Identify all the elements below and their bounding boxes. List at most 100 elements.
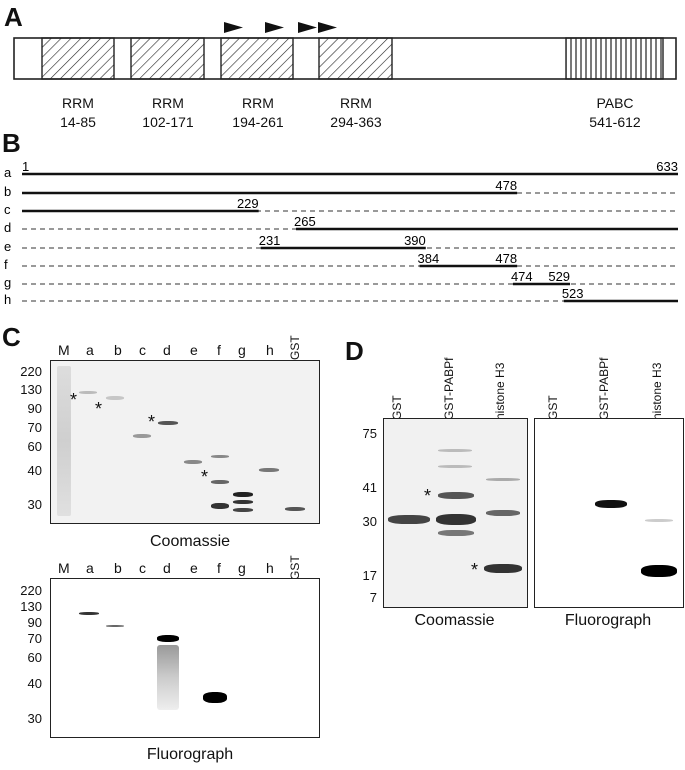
asterisk-b: * xyxy=(95,399,103,419)
fluor-band-d xyxy=(157,635,179,642)
d-fluor-histone-faint xyxy=(645,519,673,522)
band-a xyxy=(79,391,97,394)
d-lane-gst-pabpf: GST-PABPf xyxy=(442,357,456,420)
d-fluor-histone xyxy=(641,565,677,577)
arrowhead-icon xyxy=(298,22,317,33)
d-band-pabpf-top xyxy=(438,492,474,499)
coomassie-gel-d xyxy=(383,418,528,608)
band-gst xyxy=(285,507,305,511)
d-band-pabpf-low xyxy=(438,530,474,536)
domain-diagram xyxy=(13,22,677,80)
construct-start-label: 474 xyxy=(511,269,533,284)
construct-label: d xyxy=(4,220,11,235)
construct-start-label: 384 xyxy=(418,251,440,266)
lane-label-c-bottom: c xyxy=(139,560,146,576)
pabc-domain xyxy=(565,37,664,80)
d-mw-30: 30 xyxy=(362,514,377,529)
fluor-band-a xyxy=(79,612,99,615)
construct-label: h xyxy=(4,292,11,307)
d-lane-gst-2: GST xyxy=(546,395,560,420)
d-mw-75: 75 xyxy=(362,426,377,441)
arrowhead-icon xyxy=(265,22,284,33)
d-band-histone-mid xyxy=(486,478,520,481)
lane-label-f: f xyxy=(217,342,221,358)
d-band-histone-top xyxy=(486,510,520,516)
coomassie-gel-c xyxy=(50,360,320,524)
lane-label-g-bottom: g xyxy=(238,560,246,576)
mw-30: 30 xyxy=(27,497,42,512)
band-d xyxy=(158,421,178,425)
d-lane-histone: histone H3 xyxy=(493,362,507,420)
mw-70-bottom: 70 xyxy=(27,631,42,646)
band-f-1 xyxy=(211,455,229,458)
asterisk-d: * xyxy=(148,412,156,432)
lane-label-h: h xyxy=(266,342,274,358)
mw-130: 130 xyxy=(20,382,42,397)
construct-label: f xyxy=(4,257,8,272)
band-f-2 xyxy=(211,480,229,484)
construct-end-label: 478 xyxy=(495,251,517,266)
ladder-lane xyxy=(57,366,71,516)
lane-label-M: M xyxy=(58,342,70,358)
d-band-gst xyxy=(388,515,430,524)
band-b xyxy=(106,396,124,400)
d-lane-gst-pabpf-2: GST-PABPf xyxy=(597,357,611,420)
mw-60-bottom: 60 xyxy=(27,650,42,665)
d-mw-41: 41 xyxy=(362,480,377,495)
construct-label: a xyxy=(4,165,12,180)
d-lane-gst: GST xyxy=(390,395,404,420)
mw-90: 90 xyxy=(27,401,42,416)
mw-70: 70 xyxy=(27,420,42,435)
lane-label-gst-bottom: GST xyxy=(288,555,302,580)
mw-30-bottom: 30 xyxy=(27,711,42,726)
construct-start-label: 265 xyxy=(294,214,316,229)
lane-label-h-bottom: h xyxy=(266,560,274,576)
band-e xyxy=(184,460,202,464)
lane-label-gst: GST xyxy=(288,335,302,360)
arrowhead-icon xyxy=(224,22,243,33)
construct-end-label: 229 xyxy=(237,196,259,211)
d-band-pabpf-faint1 xyxy=(438,449,472,452)
arrowhead-icon xyxy=(318,22,337,33)
construct-start-label: 1 xyxy=(22,159,29,174)
construct-start-label: 523 xyxy=(562,286,584,301)
asterisk-f: * xyxy=(201,467,209,487)
lane-label-f-bottom: f xyxy=(217,560,221,576)
panel-c-letter: C xyxy=(2,322,21,352)
rrm-domain-1 xyxy=(41,37,115,80)
construct-end-label: 529 xyxy=(548,269,570,284)
band-h xyxy=(259,468,279,472)
d-band-pabpf-main xyxy=(436,514,476,525)
panel-d-letter: D xyxy=(345,336,364,366)
d-band-histone xyxy=(484,564,522,573)
band-c xyxy=(133,434,151,438)
fluorograph-gel-c xyxy=(50,578,320,738)
coomassie-caption-d: Coomassie xyxy=(414,612,495,629)
construct-end-label: 478 xyxy=(495,178,517,193)
construct-label: b xyxy=(4,184,11,199)
lane-label-M-bottom: M xyxy=(58,560,70,576)
mw-90-bottom: 90 xyxy=(27,615,42,630)
d-fluor-pabpf xyxy=(595,500,627,508)
lane-label-d: d xyxy=(163,342,171,358)
fluor-band-f xyxy=(203,692,227,703)
lane-label-e-bottom: e xyxy=(190,560,198,576)
lane-label-b: b xyxy=(114,342,122,358)
construct-label: g xyxy=(4,275,11,290)
fluorograph-caption-d: Fluorograph xyxy=(564,612,652,629)
coomassie-caption-c: Coomassie xyxy=(149,533,231,550)
rrm-domain-3 xyxy=(220,37,294,80)
lane-label-e: e xyxy=(190,342,198,358)
mw-130-bottom: 130 xyxy=(20,599,42,614)
panel-a-letter: A xyxy=(4,2,23,32)
band-f-3 xyxy=(211,503,229,509)
lane-label-a: a xyxy=(86,342,94,358)
d-asterisk-pabpf: * xyxy=(424,486,432,506)
construct-start-label: 231 xyxy=(259,233,281,248)
